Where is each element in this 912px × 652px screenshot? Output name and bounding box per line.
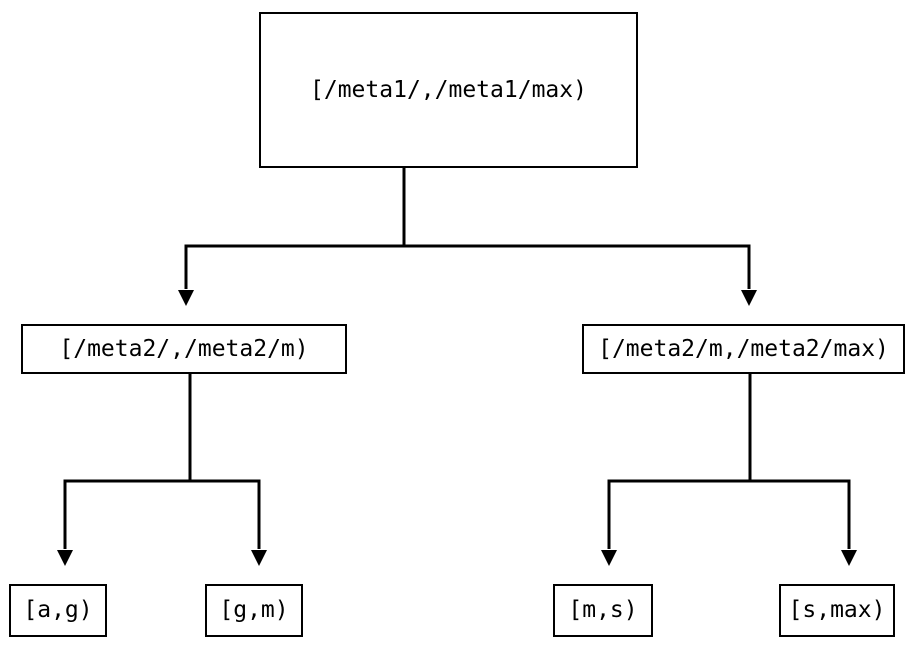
arrowhead-icon [251, 550, 267, 566]
node-mid-right[interactable]: [/meta2/m,/meta2/max) [582, 324, 905, 374]
edge-mid-left-to-leaf-1 [57, 374, 192, 566]
arrowhead-icon [57, 550, 73, 566]
node-leaf-3-label: [m,s) [568, 597, 638, 623]
edge-root-to-mid-right [402, 168, 757, 306]
arrowhead-icon [841, 550, 857, 566]
node-leaf-3[interactable]: [m,s) [553, 584, 653, 637]
edge-mid-left-to-leaf-2 [188, 374, 267, 566]
edge-mid-right-to-leaf-4 [748, 374, 857, 566]
arrowhead-icon [601, 550, 617, 566]
node-leaf-2[interactable]: [g,m) [205, 584, 303, 637]
node-leaf-1[interactable]: [a,g) [9, 584, 107, 637]
node-mid-left-label: [/meta2/,/meta2/m) [59, 335, 309, 362]
node-leaf-4[interactable]: [s,max) [779, 584, 895, 637]
edge-mid-right-to-leaf-3 [601, 374, 752, 566]
edge-root-to-mid-left [178, 168, 406, 306]
node-mid-left[interactable]: [/meta2/,/meta2/m) [21, 324, 347, 374]
arrowhead-icon [741, 290, 757, 306]
node-leaf-4-label: [s,max) [788, 597, 886, 623]
node-root[interactable]: [/meta1/,/meta1/max) [259, 12, 638, 168]
arrowhead-icon [178, 290, 194, 306]
node-mid-right-label: [/meta2/m,/meta2/max) [598, 335, 889, 362]
node-root-label: [/meta1/,/meta1/max) [310, 76, 587, 103]
node-leaf-1-label: [a,g) [23, 597, 93, 623]
node-leaf-2-label: [g,m) [219, 597, 289, 623]
